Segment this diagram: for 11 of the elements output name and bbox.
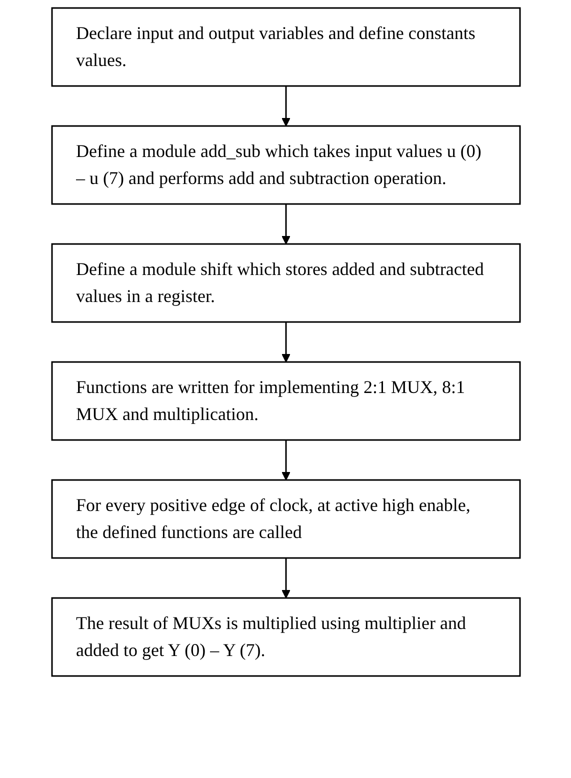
- node-box: Declare input and output variables and define constants values.: [50, 7, 520, 87]
- node-box: Functions are written for implementing 2:1 MUX, 8:1 MUX and multiplication.: [50, 361, 520, 441]
- arrow: [281, 558, 290, 598]
- node-box: Define a module shift which stores added and subtracted values in a register.: [50, 243, 520, 323]
- node-box: For every positive edge of clock, at active high enable, the defined functions are called: [50, 479, 520, 559]
- arrow: [281, 86, 290, 126]
- node-box: Define a module add_sub which takes input values u (0) – u (7) and performs add and subtraction operation.: [50, 125, 520, 205]
- node-box: The result of MUXs is multiplied using multiplier and added to get Y (0) – Y (7).: [50, 597, 520, 677]
- arrow: [281, 440, 290, 480]
- arrow: [281, 322, 290, 362]
- arrow: [281, 204, 290, 244]
